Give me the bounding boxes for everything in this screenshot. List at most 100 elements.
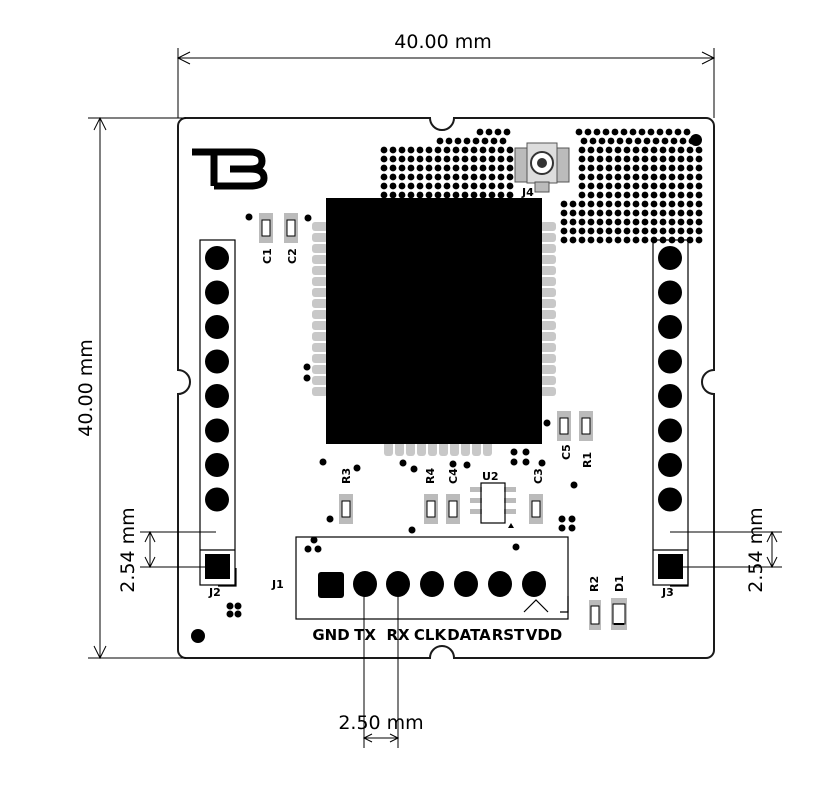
via [598, 137, 606, 145]
via [596, 209, 604, 217]
via [674, 128, 682, 136]
via [695, 173, 703, 181]
header-pin [658, 280, 682, 305]
via [686, 173, 694, 181]
via [587, 191, 595, 199]
via [659, 164, 667, 172]
r3-label: R3 [340, 468, 353, 484]
via [641, 182, 649, 190]
dimension-lines [88, 48, 782, 748]
via [463, 137, 471, 145]
height-dimension-label: 40.00 mm [75, 339, 97, 436]
via [353, 464, 361, 472]
j1-pins [353, 571, 546, 597]
pad [312, 255, 328, 264]
via [647, 128, 655, 136]
via [575, 128, 583, 136]
left-pitch-label: 2.54 mm [117, 507, 139, 592]
via [461, 182, 469, 190]
via [623, 209, 631, 217]
header-pin [205, 280, 229, 305]
header-pin [658, 315, 682, 339]
j1-pin [522, 571, 546, 597]
pad [312, 387, 328, 396]
via [452, 182, 460, 190]
via [326, 515, 334, 523]
via [488, 191, 496, 199]
logo-icon [192, 148, 268, 190]
j3-label: J3 [661, 586, 674, 599]
via [614, 227, 622, 235]
pad [312, 376, 328, 385]
via [407, 173, 415, 181]
pad [312, 277, 328, 286]
via [506, 182, 514, 190]
via [470, 191, 478, 199]
via [452, 164, 460, 172]
via [578, 236, 586, 244]
via [596, 155, 604, 163]
bottom-pitch-label: 2.50 mm [338, 712, 423, 734]
via [538, 459, 546, 467]
via [479, 191, 487, 199]
via [452, 173, 460, 181]
via [614, 164, 622, 172]
via [319, 458, 327, 466]
via [416, 182, 424, 190]
via [488, 173, 496, 181]
via [443, 191, 451, 199]
via [596, 218, 604, 226]
via [596, 173, 604, 181]
via [596, 191, 604, 199]
c3-part-body [531, 500, 541, 518]
via [522, 448, 530, 456]
pad [540, 244, 556, 253]
via [632, 146, 640, 154]
via [499, 137, 507, 145]
via [632, 236, 640, 244]
via [434, 164, 442, 172]
via [481, 137, 489, 145]
c4-label: C4 [447, 468, 460, 484]
via [510, 458, 518, 466]
via [596, 146, 604, 154]
via [623, 164, 631, 172]
header-pin [658, 453, 682, 477]
via [461, 164, 469, 172]
via [494, 128, 502, 136]
via [695, 155, 703, 163]
via [497, 164, 505, 172]
pad [540, 310, 556, 319]
via [605, 209, 613, 217]
via [679, 137, 687, 145]
via [659, 173, 667, 181]
via [578, 146, 586, 154]
via [614, 236, 622, 244]
pad [312, 310, 328, 319]
via [569, 218, 577, 226]
via [463, 461, 471, 469]
via [596, 182, 604, 190]
via [614, 182, 622, 190]
via [445, 137, 453, 145]
via [596, 200, 604, 208]
j1-connector [295, 536, 569, 620]
via [668, 191, 676, 199]
via [659, 200, 667, 208]
via [589, 137, 597, 145]
via [497, 146, 505, 154]
via [568, 524, 576, 532]
pin-label-gnd: GND [312, 626, 349, 644]
via [632, 155, 640, 163]
via [695, 236, 703, 244]
via [643, 137, 651, 145]
j4-rf-connector [514, 142, 570, 193]
via [479, 182, 487, 190]
via [416, 191, 424, 199]
via [670, 137, 678, 145]
j1-pin [353, 571, 377, 597]
via [425, 164, 433, 172]
header-pin [658, 418, 682, 443]
pin-label-tx: TX [354, 626, 376, 644]
